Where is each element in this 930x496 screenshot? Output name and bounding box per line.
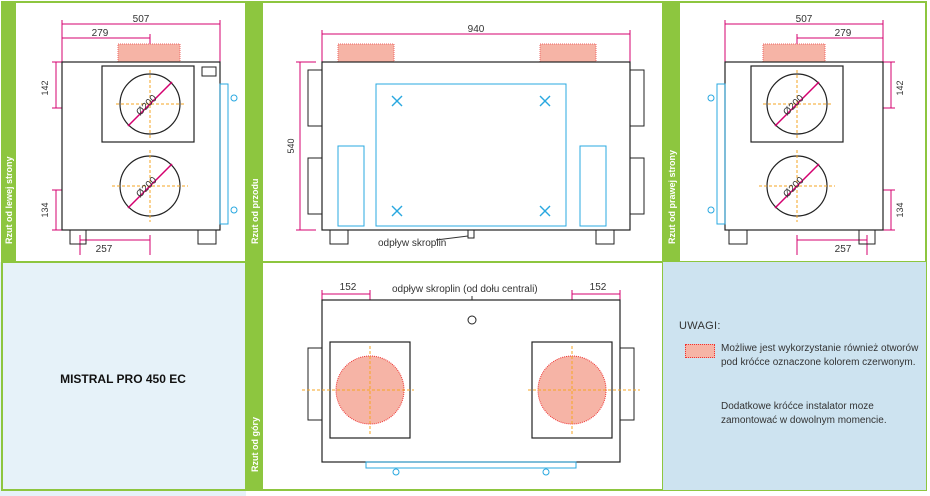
left-side-duct: [219, 83, 229, 225]
left-height-bottom-dim: 134: [40, 202, 50, 217]
right-width-dim: 507: [796, 14, 813, 25]
top-view-tab: Rzut od góry: [247, 263, 263, 490]
right-bottom-offset-dim: 257: [835, 244, 852, 255]
top-left-offset-dim: 152: [340, 282, 357, 293]
front-view-drawing: 940 540 odpływ skroplin: [286, 24, 645, 249]
right-offset-dim: 279: [835, 28, 852, 39]
legend-red-swatch: [685, 344, 715, 358]
right-height-bottom-dim: 134: [895, 202, 905, 217]
front-red-duct-left: [337, 43, 395, 63]
top-drain-label: odpływ skroplin (od dołu centrali): [392, 284, 538, 295]
right-view-drawing: 507 279 142 134 257 Ø200 Ø200: [707, 14, 905, 255]
notes-text-1: Możliwe jest wykorzystanie również otwor…: [721, 343, 919, 368]
product-panel-bg: [0, 262, 246, 496]
front-housing: [321, 61, 631, 231]
product-name: MISTRAL PRO 450 EC: [60, 372, 186, 386]
front-width-dim: 940: [468, 24, 485, 35]
front-access-panel: [375, 83, 567, 227]
front-red-duct-right: [539, 43, 597, 63]
left-top-red-duct: [117, 43, 181, 63]
notes-title: UWAGI:: [679, 320, 721, 332]
left-height-top-dim: 142: [40, 80, 50, 95]
top-view-drawing: 152 152 odpływ skroplin (od dołu central…: [302, 282, 640, 476]
left-width-dim: 507: [133, 14, 150, 25]
left-bottom-offset-dim: 257: [96, 244, 113, 255]
front-drain-label: odpływ skroplin: [378, 238, 446, 249]
notes-text-2: Dodatkowe króćce instalator moze zamonto…: [721, 401, 887, 426]
top-right-offset-dim: 152: [590, 282, 607, 293]
right-top-red-duct: [762, 43, 826, 63]
right-side-duct: [716, 83, 726, 225]
left-view-drawing: 507 279 142 134 257 Ø200 Ø200: [40, 14, 238, 255]
front-height-dim: 540: [286, 138, 296, 153]
right-height-top-dim: 142: [895, 80, 905, 95]
left-view-tab: Rzut od lewej strony: [2, 2, 16, 262]
right-view-tab: Rzut od prawej strony: [664, 2, 680, 262]
notes-panel: UWAGI: Możliwe jest wykorzystanie równie…: [663, 262, 926, 490]
front-view-tab: Rzut od przodu: [247, 2, 263, 262]
top-front-panel-edge: [365, 461, 577, 469]
left-offset-dim: 279: [92, 28, 109, 39]
